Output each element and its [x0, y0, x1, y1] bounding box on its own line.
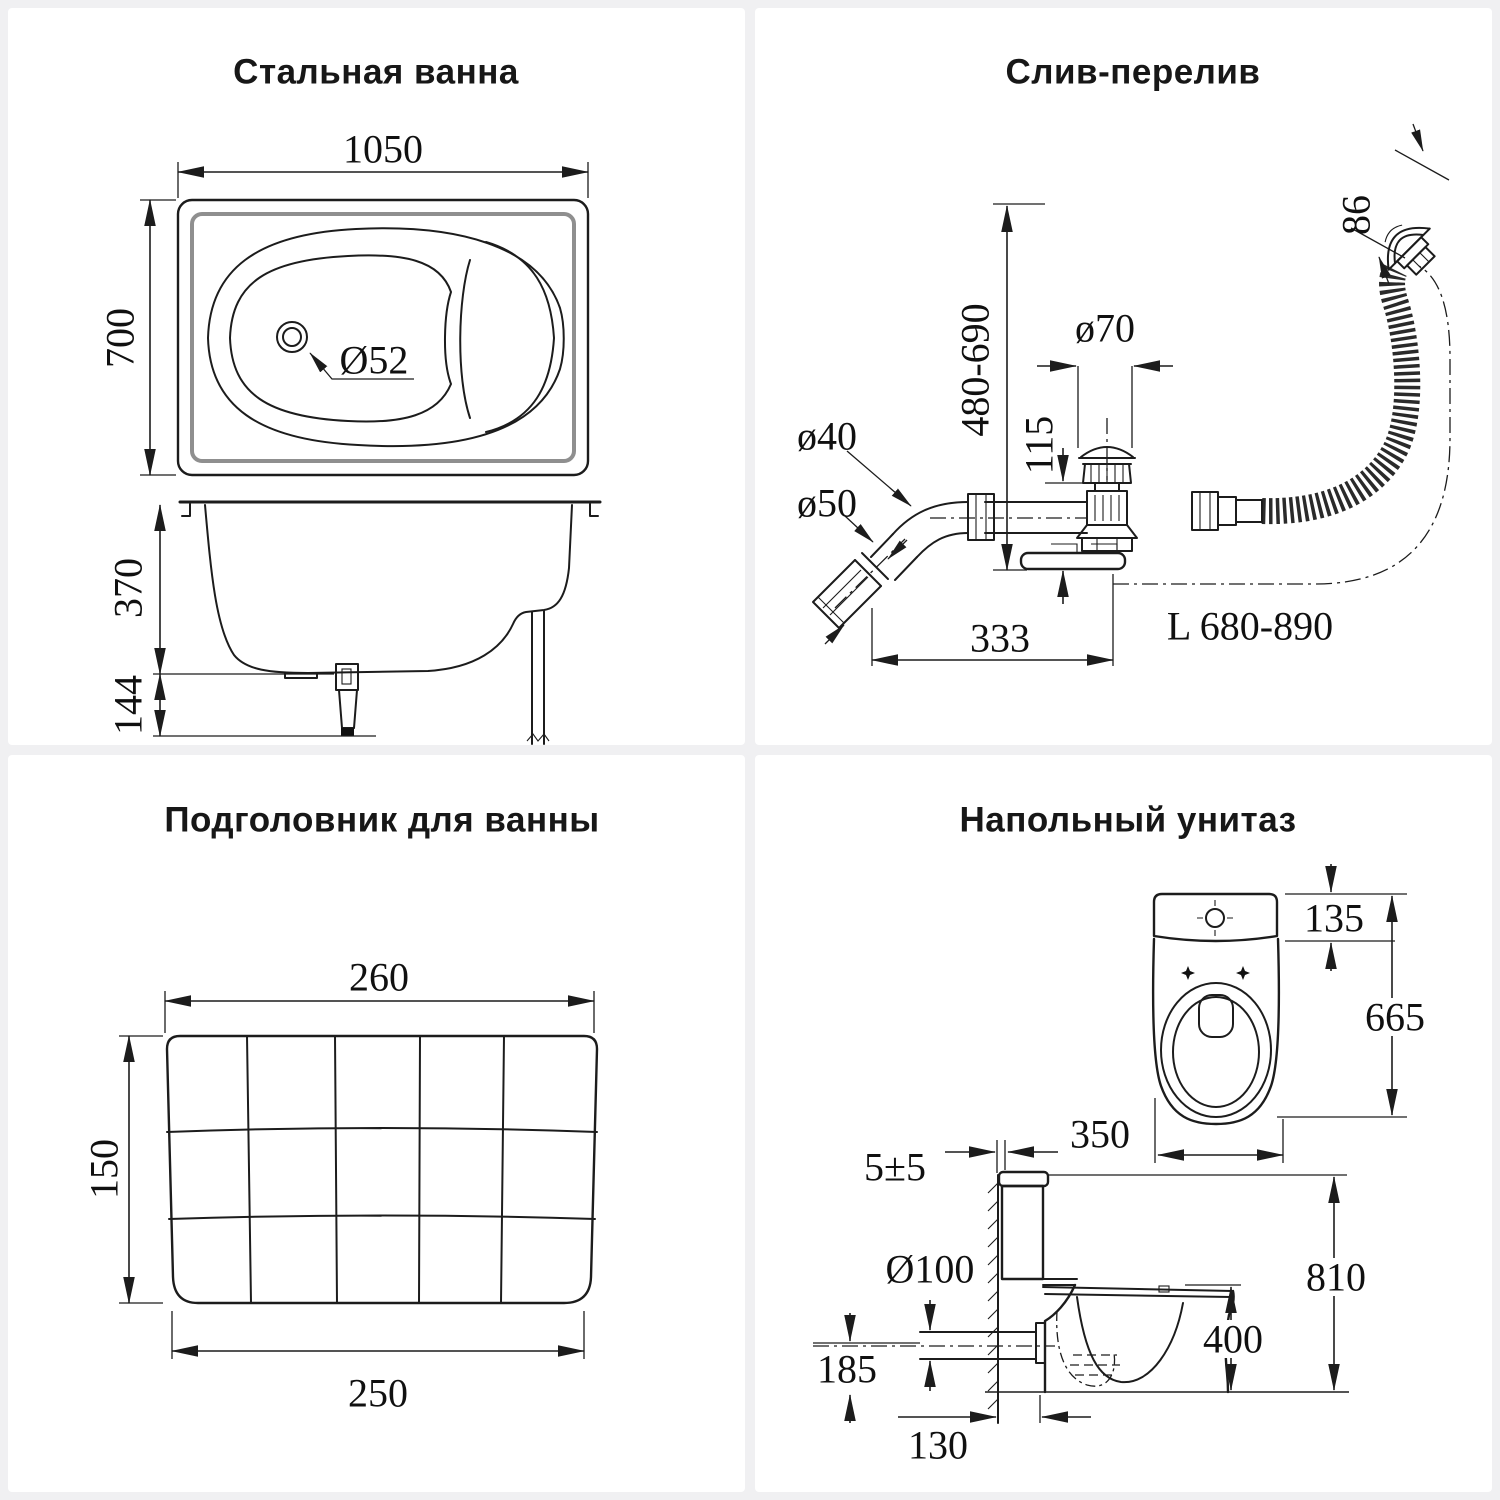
- dim-label-333: 333: [970, 616, 1030, 661]
- dim-label-115: 115: [1017, 416, 1062, 475]
- overflow-hose: 86: [1113, 123, 1451, 585]
- dim-label-5-5: 5±5: [864, 1145, 926, 1190]
- dim-label-o70: ø70: [1075, 306, 1135, 351]
- dim-label-700: 700: [98, 308, 143, 368]
- dim-label-135: 135: [1304, 896, 1364, 941]
- dim-label-370: 370: [106, 558, 151, 618]
- overflow-elbow-outlet: ø40 ø50 333 L 680-890: [797, 414, 1333, 666]
- dim-label-130: 130: [908, 1423, 968, 1468]
- card-drain-overflow: Слив-перелив 86: [755, 8, 1492, 745]
- dim-label-drain: Ø52: [340, 338, 409, 383]
- toilet-top-view: 135 665 350: [1070, 864, 1427, 1163]
- toilet-drawing: Напольный унитаз 135 66: [813, 801, 1427, 1468]
- toilet-title: Напольный унитаз: [960, 801, 1297, 840]
- headrest-title: Подголовник для ванны: [164, 801, 599, 840]
- dim-label-150: 150: [82, 1139, 127, 1199]
- dim-label-350: 350: [1070, 1112, 1130, 1157]
- dim-label-86: 86: [1334, 195, 1379, 235]
- dim-label-144: 144: [106, 675, 151, 735]
- bath-title: Стальная ванна: [233, 53, 519, 92]
- dim-label-250: 250: [348, 1371, 408, 1416]
- headrest-view: 260 150 250: [82, 955, 599, 1416]
- drain-overflow-drawing: Слив-перелив 86: [797, 53, 1451, 666]
- bath-side-view: 370 144: [106, 500, 602, 745]
- card-headrest: Подголовник для ванны 260 150 250: [8, 755, 745, 1492]
- dim-label-400: 400: [1203, 1317, 1263, 1362]
- dim-label-260: 260: [349, 955, 409, 1000]
- dim-label-o40: ø40: [797, 414, 857, 459]
- dim-label-810: 810: [1306, 1255, 1366, 1300]
- headrest-drawing: Подголовник для ванны 260 150 250: [82, 801, 600, 1416]
- dim-label-hose-length: L 680-890: [1167, 604, 1333, 649]
- card-toilet: Напольный унитаз 135 66: [755, 755, 1492, 1492]
- dim-label-185: 185: [817, 1347, 877, 1392]
- bath-top-view: 1050 700 Ø52: [98, 127, 590, 477]
- steel-bath-drawing: Стальная ванна 1050 700 Ø52: [98, 53, 602, 745]
- dim-label-1050: 1050: [343, 127, 423, 172]
- dim-label-o100: Ø100: [886, 1247, 975, 1292]
- dim-label-665: 665: [1365, 995, 1425, 1040]
- toilet-side-view: 5±5 Ø100: [813, 1140, 1368, 1468]
- overflow-title: Слив-перелив: [1006, 53, 1261, 92]
- card-steel-bath: Стальная ванна 1050 700 Ø52: [8, 8, 745, 745]
- dim-label-480-690: 480-690: [953, 303, 998, 436]
- dim-label-o50: ø50: [797, 481, 857, 526]
- overflow-valve: 480-690 ø70 115: [953, 203, 1263, 604]
